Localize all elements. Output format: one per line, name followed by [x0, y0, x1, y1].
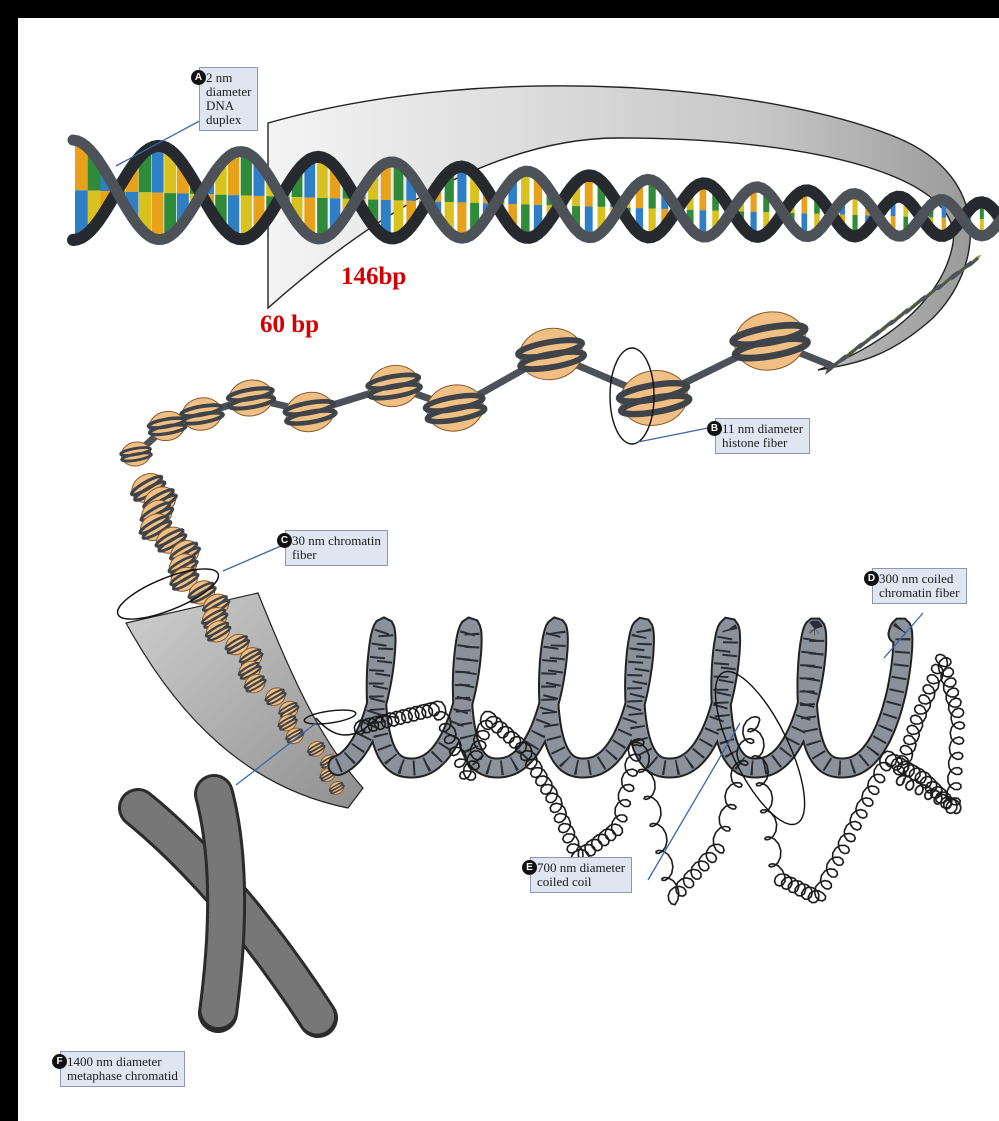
coil-tail [897, 776, 961, 814]
callout-coiled-coil: E 700 nm diameter coiled coil [530, 857, 632, 893]
nucleosome [226, 376, 277, 419]
callout-line: 2 nm [206, 71, 251, 85]
diagram-page: A 2 nm diameter DNA duplex B 11 nm diame… [18, 18, 999, 1121]
callout-line: fiber [292, 548, 381, 562]
nucleosome [729, 306, 811, 376]
linker-length-146bp: 146bp [341, 263, 406, 291]
callout-line: diameter [206, 85, 251, 99]
callout-dna-duplex: A 2 nm diameter DNA duplex [199, 67, 258, 131]
coiled-coil-strand [354, 654, 964, 904]
callout-badge-e: E [522, 860, 537, 875]
chromatid-texture [214, 794, 226, 1013]
callout-badge-c: C [277, 533, 292, 548]
callout-chromatin-fiber: C 30 nm chromatin fiber [285, 530, 388, 566]
callout-badge-b: B [707, 421, 722, 436]
dna-helix-tail [827, 257, 979, 372]
callout-line: DNA [206, 99, 251, 113]
callout-badge-a: A [191, 70, 206, 85]
callout-line: histone fiber [722, 436, 803, 450]
callout-line: 700 nm diameter [537, 861, 625, 875]
leader-line-histone [638, 428, 708, 442]
linker-length-60bp: 60 bp [260, 311, 319, 339]
callout-badge-d: D [864, 571, 879, 586]
callout-metaphase-chromatid: F 1400 nm diameter metaphase chromatid [60, 1051, 185, 1087]
nucleosome [515, 323, 588, 384]
callout-line: duplex [206, 113, 251, 127]
callout-line: 300 nm coiled [879, 572, 960, 586]
callout-line: coiled coil [537, 875, 625, 889]
coiled-coil-fiber [354, 654, 964, 904]
nucleosome [365, 361, 423, 410]
callout-line: 30 nm chromatin [292, 534, 381, 548]
chromatin-packing-diagram [18, 18, 999, 1121]
leader-line-30nm [223, 546, 281, 571]
callout-line: 11 nm diameter [722, 422, 803, 436]
callout-histone-fiber: B 11 nm diameter histone fiber [715, 418, 810, 454]
callout-coiled-chromatin: D 300 nm coiled chromatin fiber [872, 568, 967, 604]
dna-backbone-strand [828, 258, 978, 371]
callout-line: metaphase chromatid [67, 1069, 178, 1083]
callout-line: chromatin fiber [879, 586, 960, 600]
nucleosome [422, 380, 487, 435]
nucleosome [282, 388, 338, 435]
callout-badge-f: F [52, 1054, 67, 1069]
callout-line: 1400 nm diameter [67, 1055, 178, 1069]
